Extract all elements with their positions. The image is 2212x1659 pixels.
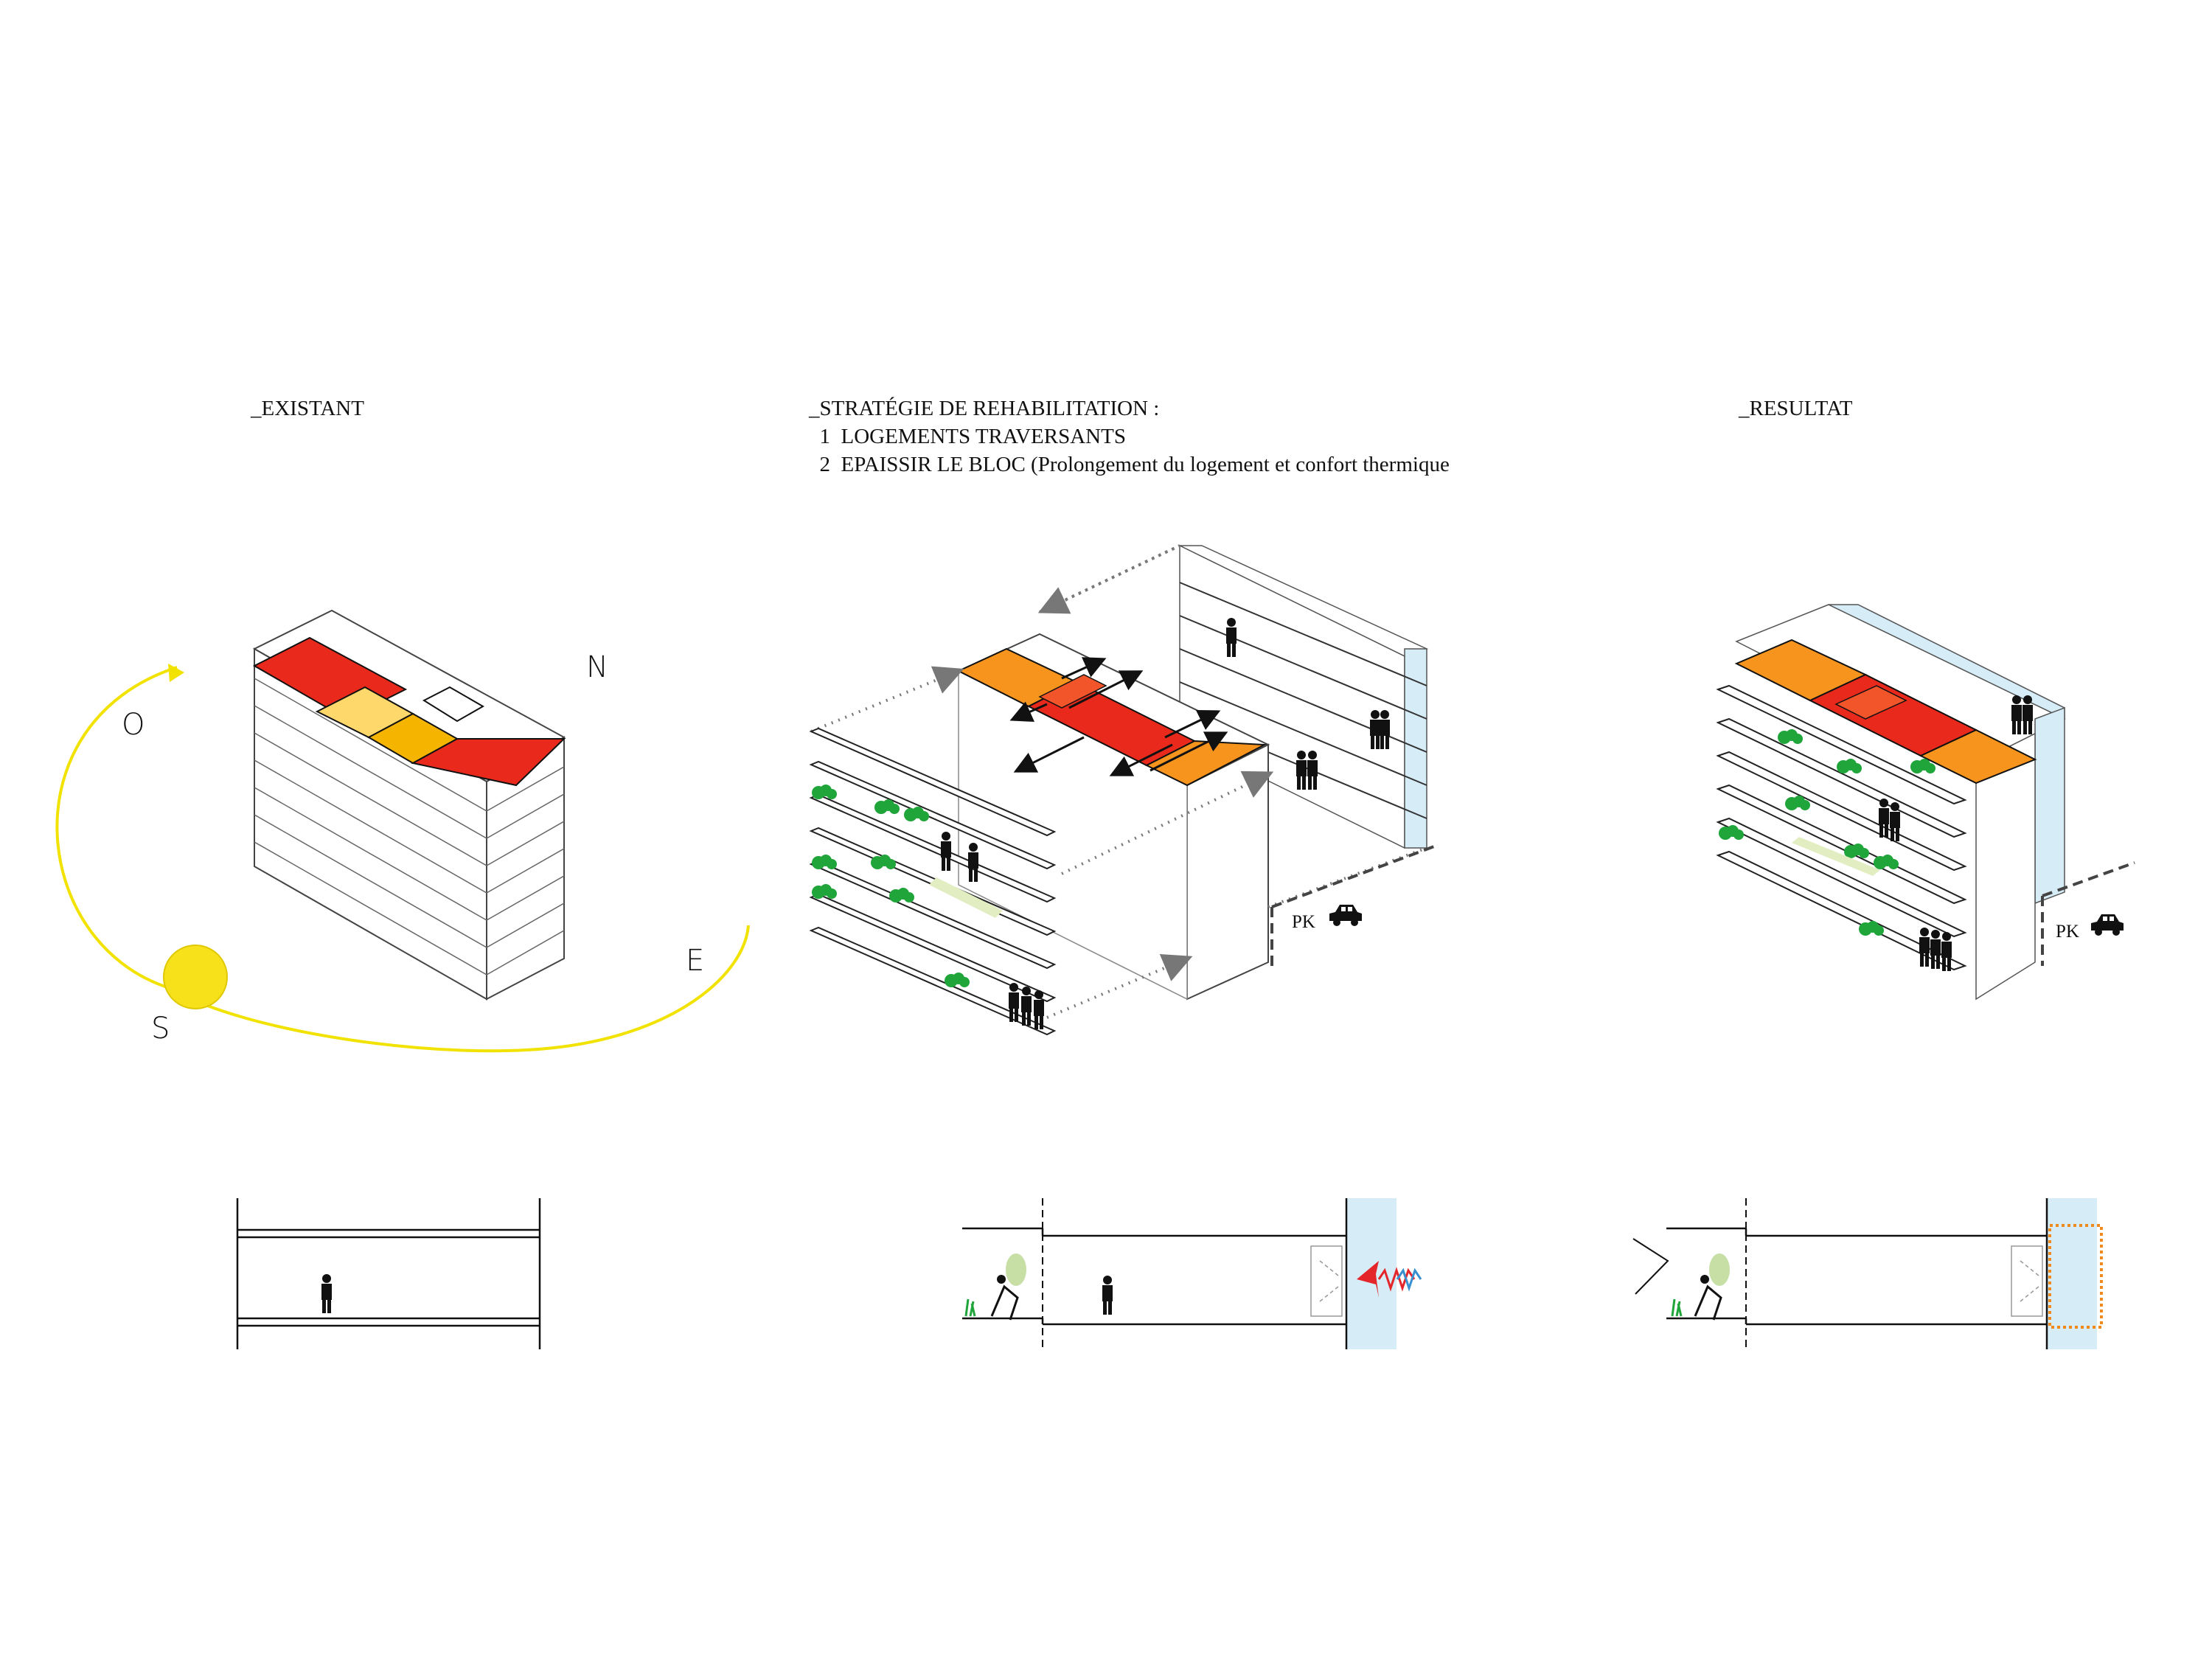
- insulation-outline: [2048, 1224, 2103, 1329]
- parking-label-middle: PK: [1292, 912, 1315, 932]
- strategy-diagram: [809, 544, 1435, 1036]
- apartment-orange-result-right: [1919, 728, 2037, 785]
- sun-icon: [163, 945, 228, 1009]
- compass-south: S: [151, 1012, 170, 1046]
- apartment-orange-right: [1144, 740, 1267, 787]
- apartment-red-right: [411, 738, 566, 787]
- person-icon: [1102, 1276, 1113, 1315]
- section-strategy: [962, 1198, 1422, 1349]
- person-icon: [321, 1274, 332, 1313]
- heat-wave-icon: [1357, 1261, 1422, 1298]
- existing-building: [55, 609, 750, 1053]
- section-result: [1632, 1198, 2103, 1349]
- sun-path: [55, 666, 750, 1053]
- through-arrows: [1009, 657, 1228, 776]
- deckchair-person-icon: [1671, 1253, 1730, 1321]
- title-strategie: _STRATÉGIE DE REHABILITATION :: [809, 397, 1160, 420]
- parking-label-right: PK: [2056, 922, 2079, 942]
- deckchair-person-icon: [964, 1253, 1026, 1321]
- compass-east: E: [686, 944, 705, 978]
- title-strategie-item-1: 1 LOGEMENTS TRAVERSANTS: [809, 425, 1126, 448]
- result-building: [1716, 604, 2135, 1001]
- car-icon: [1329, 905, 1362, 926]
- compass-north: N: [586, 650, 608, 684]
- section-existing: [236, 1198, 541, 1349]
- title-resultat: _RESULTAT: [1739, 397, 1853, 420]
- compass-west: O: [122, 708, 145, 742]
- sun-path-arrow-icon: [168, 664, 184, 682]
- car-icon: [2091, 914, 2124, 936]
- sun-angle-icon: [1632, 1238, 1669, 1295]
- title-existant: _EXISTANT: [251, 397, 364, 420]
- title-strategie-item-2: 2 EPAISSIR LE BLOC (Prolongement du loge…: [809, 453, 1450, 476]
